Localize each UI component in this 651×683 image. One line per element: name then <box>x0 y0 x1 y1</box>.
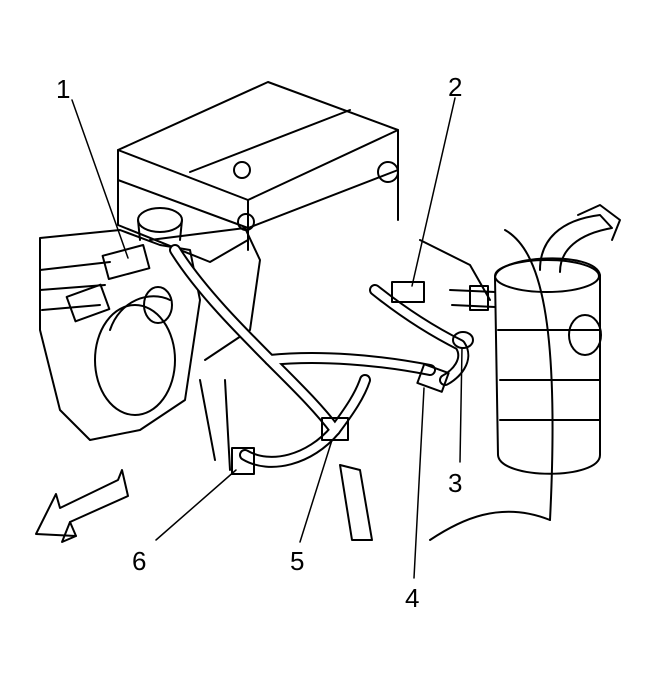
leader-lines <box>72 98 462 578</box>
line-fitting <box>420 230 553 520</box>
connector-1 <box>67 245 150 321</box>
wiring-harness-inner <box>175 250 463 462</box>
lower-bracket <box>200 380 550 540</box>
connector-4 <box>417 364 448 392</box>
front-arrow-icon <box>36 470 128 542</box>
callout-label-1: 1 <box>56 74 71 104</box>
callout-label-6: 6 <box>132 546 147 576</box>
callout-label-5: 5 <box>290 546 305 576</box>
callout-label-4: 4 <box>405 583 420 613</box>
accumulator-canister <box>495 205 620 474</box>
callout-label-2: 2 <box>448 72 463 102</box>
callout-label-3: 3 <box>448 468 463 498</box>
connector-2 <box>392 282 424 302</box>
connector-6 <box>232 448 254 474</box>
reservoir-cap <box>138 208 182 240</box>
connector-5 <box>322 418 348 440</box>
left-engine-structure <box>40 228 260 440</box>
connector-3 <box>453 332 473 348</box>
battery <box>118 82 398 262</box>
round-housing <box>95 287 175 415</box>
